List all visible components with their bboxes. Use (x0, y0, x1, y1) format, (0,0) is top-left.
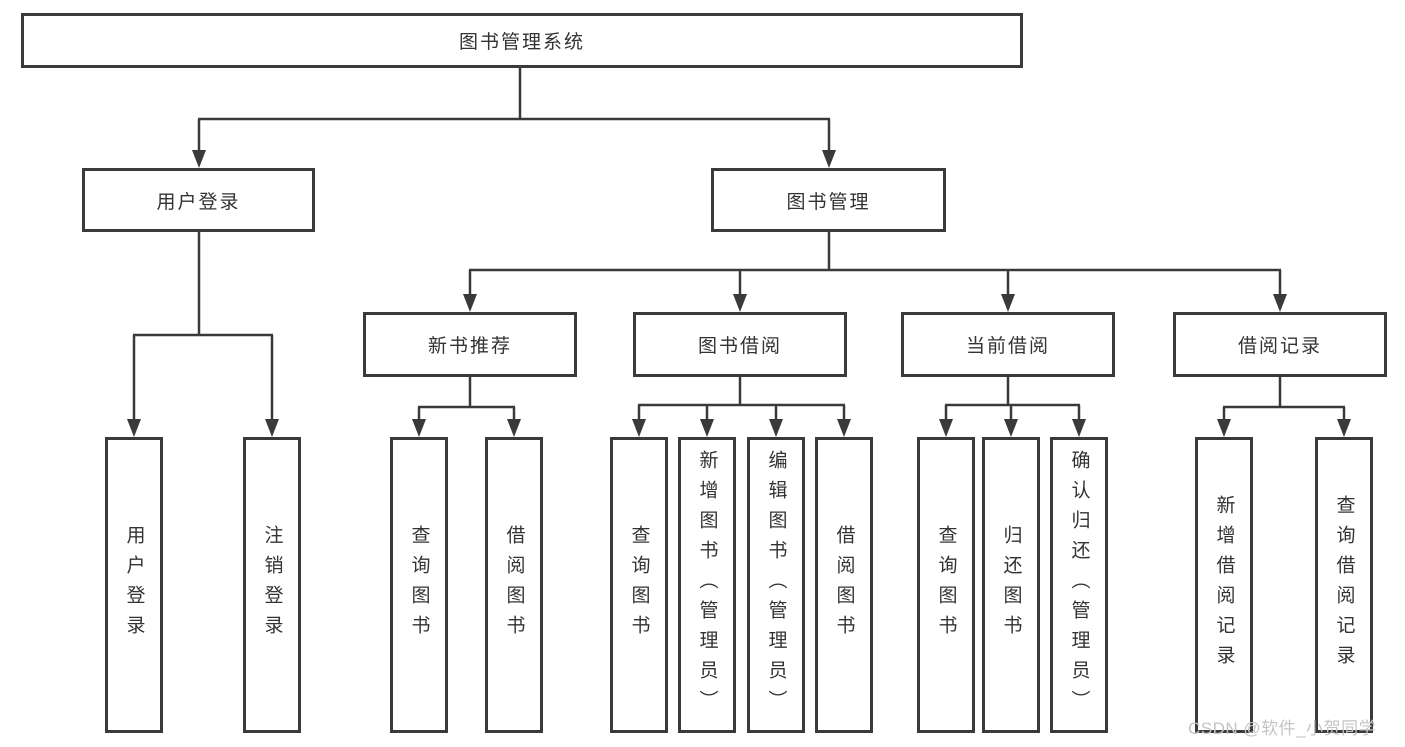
node-new-book-recommend: 新书推荐 (363, 312, 577, 377)
connectors-current-borrow (939, 377, 1086, 437)
leaf-cb-return-books: 归还图书 (982, 437, 1040, 733)
leaf-cb-return-books-label: 归还图书 (1000, 525, 1022, 645)
leaf-bb-edit-books-admin-label: 编辑图书（管理员） (765, 450, 787, 720)
leaf-nb-borrow-books-label: 借阅图书 (503, 525, 525, 645)
leaf-logout-login-label: 注销登录 (261, 525, 283, 645)
leaf-br-add-borrow-record-label: 新增借阅记录 (1213, 495, 1235, 675)
node-book-management: 图书管理 (711, 168, 946, 232)
leaf-nb-query-books: 查询图书 (390, 437, 448, 733)
leaf-bb-borrow-books: 借阅图书 (815, 437, 873, 733)
node-user-login: 用户登录 (82, 168, 315, 232)
node-root-system: 图书管理系统 (21, 13, 1023, 68)
csdn-watermark: CSDN @软件_小贺同学 (1188, 719, 1377, 738)
leaf-cb-query-books: 查询图书 (917, 437, 975, 733)
leaf-user-login: 用户登录 (105, 437, 163, 733)
leaf-cb-confirm-return-admin: 确认归还（管理员） (1050, 437, 1108, 733)
leaf-bb-query-books: 查询图书 (610, 437, 668, 733)
leaf-cb-confirm-return-admin-label: 确认归还（管理员） (1068, 450, 1090, 720)
connectors-user-login (127, 232, 279, 437)
leaf-user-login-label: 用户登录 (123, 525, 145, 645)
node-current-borrow: 当前借阅 (901, 312, 1115, 377)
leaf-bb-query-books-label: 查询图书 (628, 525, 650, 645)
leaf-br-query-borrow-record: 查询借阅记录 (1315, 437, 1373, 733)
connectors-borrow-records (1217, 377, 1351, 437)
leaf-nb-query-books-label: 查询图书 (408, 525, 430, 645)
leaf-bb-add-books-admin: 新增图书（管理员） (678, 437, 736, 733)
leaf-logout-login: 注销登录 (243, 437, 301, 733)
leaf-nb-borrow-books: 借阅图书 (485, 437, 543, 733)
leaf-br-add-borrow-record: 新增借阅记录 (1195, 437, 1253, 733)
connectors-book-management (463, 232, 1287, 312)
leaf-bb-add-books-admin-label: 新增图书（管理员） (696, 450, 718, 720)
leaf-bb-edit-books-admin: 编辑图书（管理员） (747, 437, 805, 733)
connectors-new-book (412, 377, 521, 437)
leaf-bb-borrow-books-label: 借阅图书 (833, 525, 855, 645)
connectors-book-borrow (632, 377, 851, 437)
node-borrow-records: 借阅记录 (1173, 312, 1387, 377)
leaf-cb-query-books-label: 查询图书 (935, 525, 957, 645)
connectors-root (192, 68, 836, 168)
node-book-borrow: 图书借阅 (633, 312, 847, 377)
leaf-br-query-borrow-record-label: 查询借阅记录 (1333, 495, 1355, 675)
